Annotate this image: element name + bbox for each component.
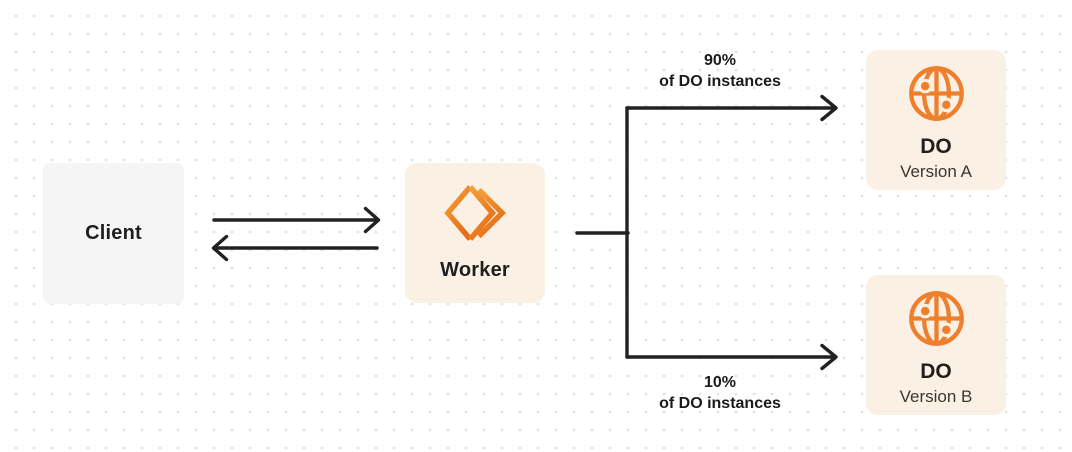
globe-icon [905,62,968,125]
workers-chevron-icon [444,182,506,244]
do-version-a-subtitle: Version A [900,162,972,181]
edge-label-10-percent-line1: 10% [703,374,737,391]
client-to-worker-arrow [212,206,381,234]
globe-icon [905,287,968,350]
do-version-b-subtitle: Version B [899,387,973,406]
branch-to-do-a-arrow [625,94,838,122]
worker-to-client-arrow [211,234,379,262]
edge-label-90-percent-line2: of DO instances [659,72,781,90]
worker-node: Worker [405,163,545,303]
client-node-label: Client [85,222,142,244]
edge-label-10-percent-line2: of DO instances [659,394,781,412]
do-version-a-node: DO Version A [866,50,1006,190]
worker-branch-line [575,106,630,359]
do-version-b-node: DO Version B [866,275,1006,415]
do-version-b-title: DO [920,360,952,383]
client-node: Client [43,163,184,304]
edge-label-10-percent: 10% of DO instances [610,373,830,414]
edge-label-90-percent-line1: 90% [703,52,737,69]
do-version-a-title: DO [920,135,952,158]
branch-to-do-b-arrow [625,343,838,371]
worker-node-label: Worker [440,259,510,281]
edge-label-90-percent: 90% of DO instances [610,51,830,92]
